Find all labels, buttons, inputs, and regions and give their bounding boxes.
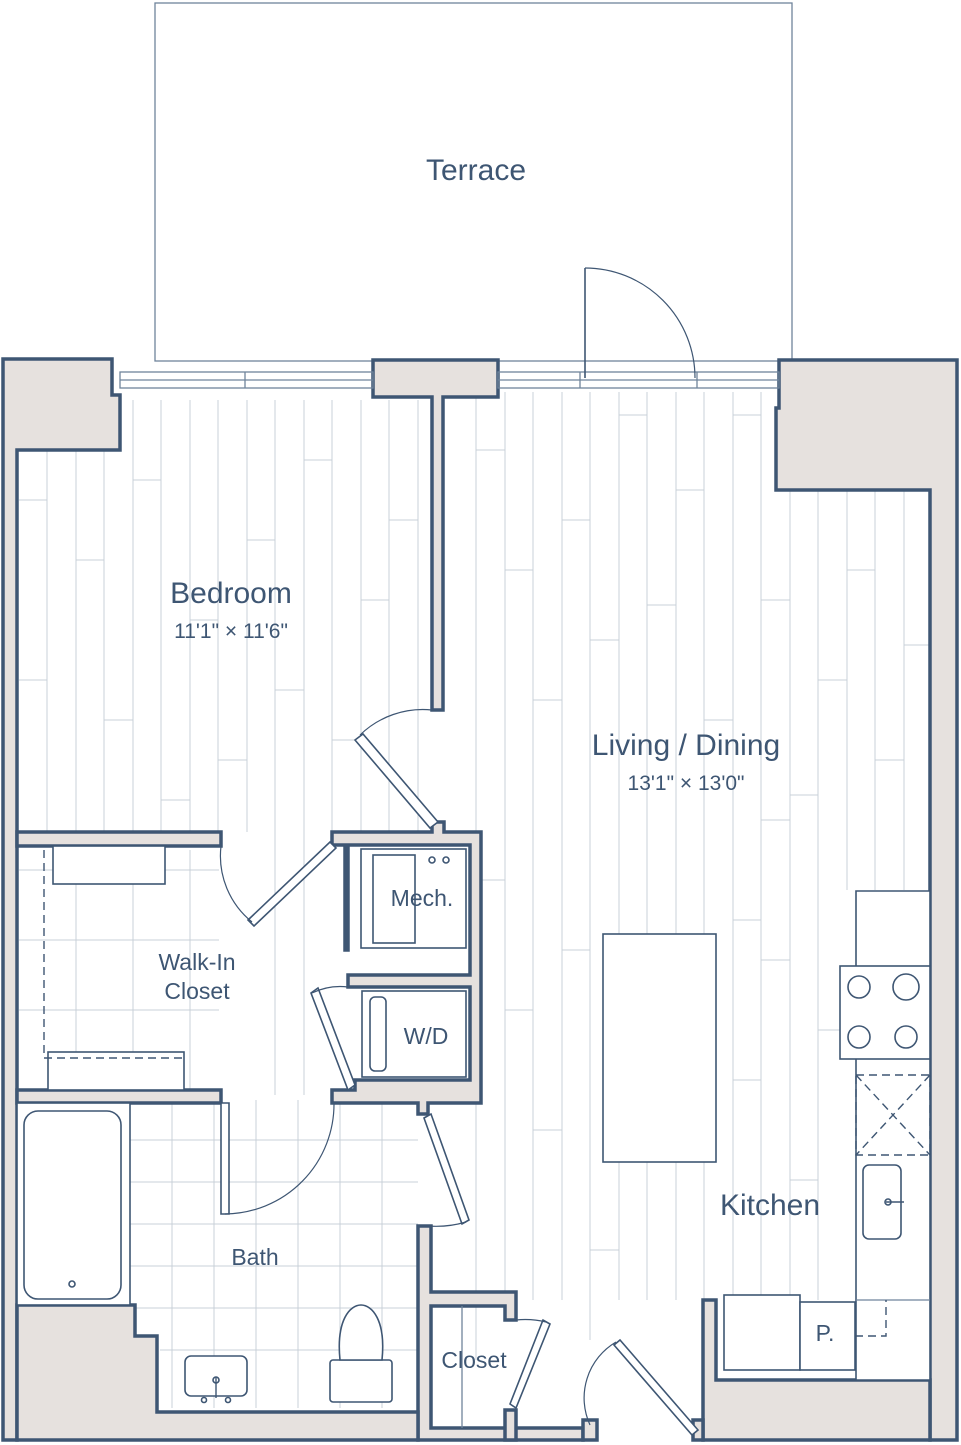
walkin-closet-label-line1: Walk-In bbox=[158, 949, 235, 975]
terrace-area bbox=[154, 2, 793, 362]
kitchen-island bbox=[602, 933, 717, 1163]
bath-vanity bbox=[184, 1355, 248, 1404]
walkin-flooring bbox=[19, 850, 219, 1090]
kitchen-sink bbox=[862, 1164, 904, 1240]
cooktop bbox=[839, 965, 931, 1060]
dishwasher bbox=[855, 1074, 931, 1156]
toilet bbox=[329, 1304, 393, 1403]
mech-equipment bbox=[360, 848, 467, 949]
bathtub bbox=[16, 1102, 131, 1306]
wd-label: W/D bbox=[404, 1023, 449, 1049]
closet-label: Closet bbox=[441, 1347, 507, 1373]
mech-label: Mech. bbox=[391, 885, 454, 911]
washer-dryer bbox=[361, 990, 467, 1078]
bath-label: Bath bbox=[231, 1244, 278, 1270]
pantry-label: P. bbox=[816, 1320, 835, 1346]
bedroom-dimensions: 11'1" × 11'6" bbox=[174, 620, 288, 643]
walkin-closet-label-line2: Closet bbox=[164, 978, 230, 1004]
refrigerator bbox=[723, 1294, 887, 1371]
kitchen-label: Kitchen bbox=[720, 1189, 820, 1222]
doors bbox=[219, 267, 700, 1437]
bedroom-flooring bbox=[19, 400, 419, 1095]
bedroom-label: Bedroom bbox=[170, 577, 292, 610]
living-dining-dimensions: 13'1" × 13'0" bbox=[628, 772, 745, 795]
walls bbox=[1, 357, 959, 1442]
living-dining-label: Living / Dining bbox=[592, 729, 780, 762]
terrace-label: Terrace bbox=[426, 154, 526, 187]
kitchen-counter bbox=[855, 890, 931, 1381]
windows bbox=[119, 371, 780, 389]
closet-shelving bbox=[43, 845, 185, 1091]
